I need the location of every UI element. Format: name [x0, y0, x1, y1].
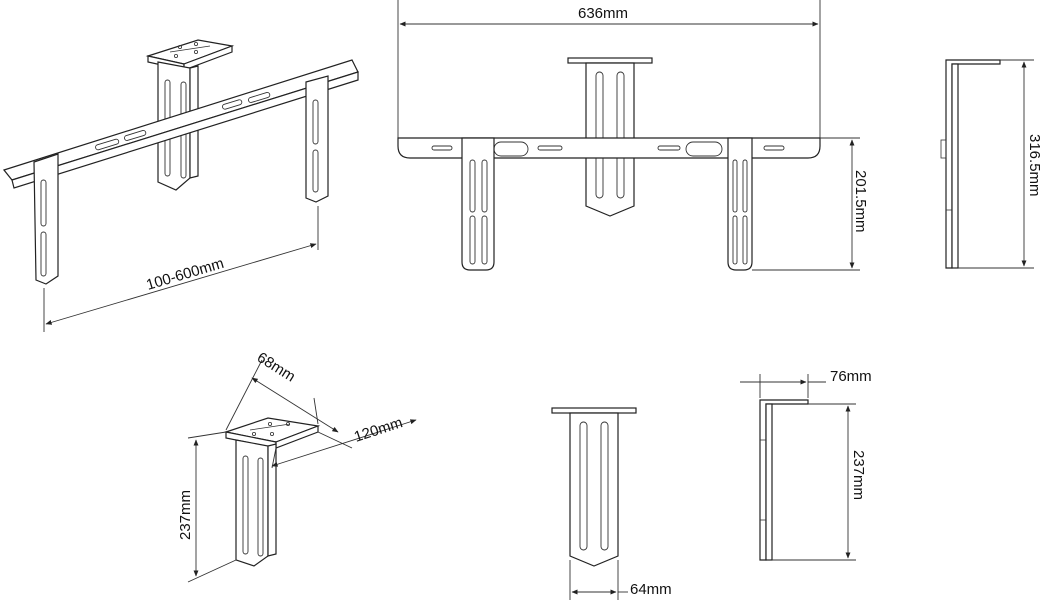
dim-total-width-label: 636mm — [578, 5, 628, 22]
dim-plate-depth-label: 68mm — [254, 349, 298, 386]
arm-front-view: 64mm — [551, 407, 672, 600]
dim-arm-height-label: 237mm — [177, 490, 194, 540]
isometric-view: 100-600mm — [2, 39, 359, 332]
dim-side-arm-height-label: 237mm — [850, 450, 867, 500]
dim-front-height-label: 201.5mm — [852, 170, 869, 233]
dim-arm-width-label: 64mm — [630, 581, 672, 598]
dim-width-range-label: 100-600mm — [144, 255, 226, 294]
dim-side-depth-label: 76mm — [830, 368, 872, 385]
side-view: 316.5mm — [940, 59, 1043, 269]
dim-plate-width-label: 120mm — [352, 414, 405, 446]
arm-isometric-view: 68mm 120mm 237mm — [177, 349, 417, 583]
dim-side-height-label: 316.5mm — [1026, 134, 1043, 197]
arm-side-view: 76mm 237mm — [740, 368, 872, 561]
front-view: 636mm 201.5mm — [397, 0, 869, 271]
